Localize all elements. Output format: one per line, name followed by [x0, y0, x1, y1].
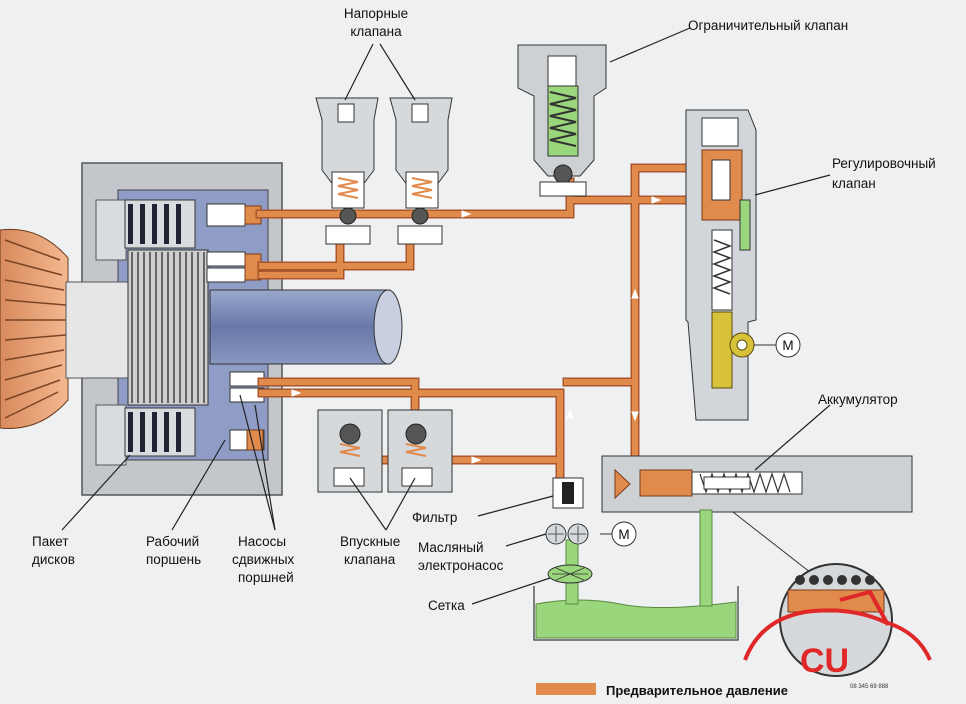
labels: Напорные клапана Ограничительный клапан …	[32, 6, 936, 613]
label-disc-pack-2: дисков	[32, 552, 75, 567]
label-piston-pumps-3: поршней	[238, 570, 294, 585]
pump-assembly	[545, 477, 593, 584]
svg-text:M: M	[782, 338, 793, 353]
label-mesh: Сетка	[428, 598, 465, 613]
label-oil-pump-1: Масляный	[418, 540, 484, 555]
limit-valve	[517, 44, 607, 197]
label-pressure-valves-1: Напорные	[344, 6, 408, 21]
accumulator	[601, 455, 913, 513]
regulating-valve	[685, 109, 757, 421]
legend: Предварительное давление	[536, 683, 788, 698]
pressure-valves	[315, 97, 453, 245]
label-accumulator: Аккумулятор	[818, 392, 898, 407]
label-pressure-valves-2: клапана	[350, 24, 402, 39]
disc-pack	[124, 199, 209, 457]
watermark-phone: 08 345 69 888	[850, 684, 889, 690]
label-disc-pack-1: Пакет	[32, 534, 69, 549]
watermark: CU 08 345 69 888	[743, 589, 932, 690]
label-limit-valve: Ограничительный клапан	[688, 18, 848, 33]
label-piston-pumps-2: сдвижных	[232, 552, 295, 567]
legend-label: Предварительное давление	[606, 683, 788, 698]
label-regulating-valve-1: Регулировочный	[832, 156, 936, 171]
main-shaft	[65, 281, 403, 379]
pressure-valve-left	[315, 97, 379, 245]
legend-swatch	[536, 683, 596, 695]
leader-lines	[61, 27, 831, 605]
label-regulating-valve-2: клапан	[832, 176, 876, 191]
pressure-valve-right	[389, 97, 453, 245]
oil-tank	[533, 509, 739, 641]
label-filter: Фильтр	[412, 510, 457, 525]
svg-text:M: M	[618, 527, 629, 542]
label-piston-pumps-1: Насосы	[238, 534, 286, 549]
label-oil-pump-2: электронасос	[418, 558, 504, 573]
motor-icon-top	[775, 332, 801, 358]
watermark-logo: CU	[800, 642, 849, 680]
motor-symbols: M M	[600, 332, 801, 547]
label-working-piston-1: Рабочий	[146, 534, 199, 549]
label-inlet-valves-2: клапана	[344, 552, 396, 567]
motor-icon-bottom	[611, 521, 637, 547]
label-inlet-valves-1: Впускные	[340, 534, 400, 549]
bevel-gear	[0, 228, 69, 429]
label-working-piston-2: поршень	[146, 552, 201, 567]
inlet-valves	[317, 409, 453, 493]
